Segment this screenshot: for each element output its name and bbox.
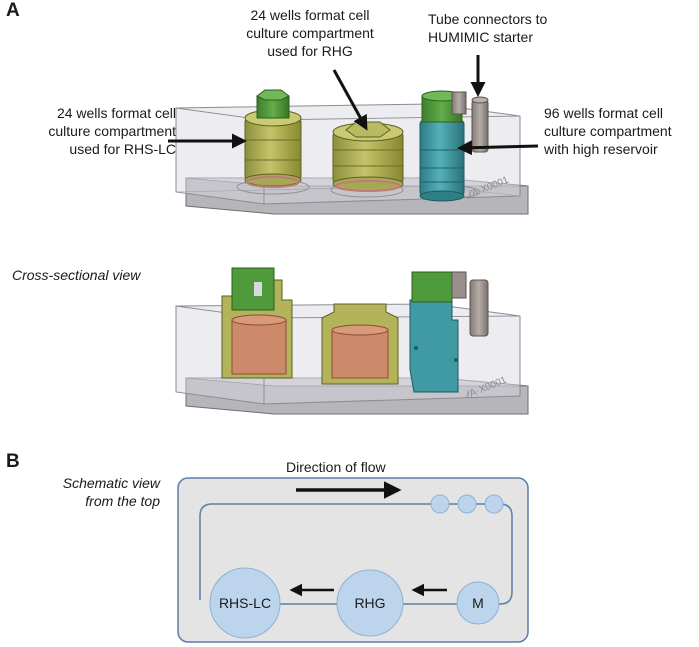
node-rhs-lc: [209, 567, 281, 639]
high-reservoir-label: 96 wells format cell culture compartment…: [544, 105, 672, 157]
node-m-label: M: [472, 595, 484, 611]
flow-direction-label: Direction of flow: [286, 459, 386, 475]
panel-label-b: B: [6, 451, 20, 472]
rhg-compartment-3d: [332, 121, 404, 192]
rhg-compartment-section: [321, 303, 399, 385]
rhg-compartment-label: 24 wells format cell culture compartment…: [246, 7, 374, 59]
reservoir-bead-3: [484, 494, 504, 514]
reservoir-bead-2: [457, 494, 477, 514]
node-rhg: [336, 569, 404, 637]
high-reservoir-compartment-3d: [419, 90, 489, 202]
chip-schematic-top: RHS-LC RHG M: [177, 477, 529, 643]
schematic-label: Schematic view from the top: [62, 475, 160, 509]
rhs-compartment-label: 24 wells format cell culture compartment…: [48, 105, 176, 157]
tube-connectors-label: Tube connectors to HUMIMIC starter: [428, 11, 548, 45]
node-rhs-lc-label: RHS-LC: [219, 595, 271, 611]
chip-cross-section: ⁄⁄A·X0001: [175, 267, 529, 415]
node-m: [456, 581, 500, 625]
node-rhg-label: RHG: [354, 595, 385, 611]
chip-3d-view: ⁄⁄A·X0001: [175, 89, 529, 215]
rhs-lc-compartment-3d: [244, 89, 302, 188]
rhs-lc-compartment-section: [221, 267, 293, 379]
flow-channel: [199, 503, 513, 605]
high-reservoir-arrow: [457, 140, 539, 156]
rhg-compartment-arrow: [332, 69, 368, 131]
cross-section-label: Cross-sectional view: [12, 267, 141, 283]
high-reservoir-compartment-section: [409, 271, 489, 393]
reservoir-bead-1: [430, 494, 450, 514]
panel-label-a: A: [6, 0, 20, 21]
